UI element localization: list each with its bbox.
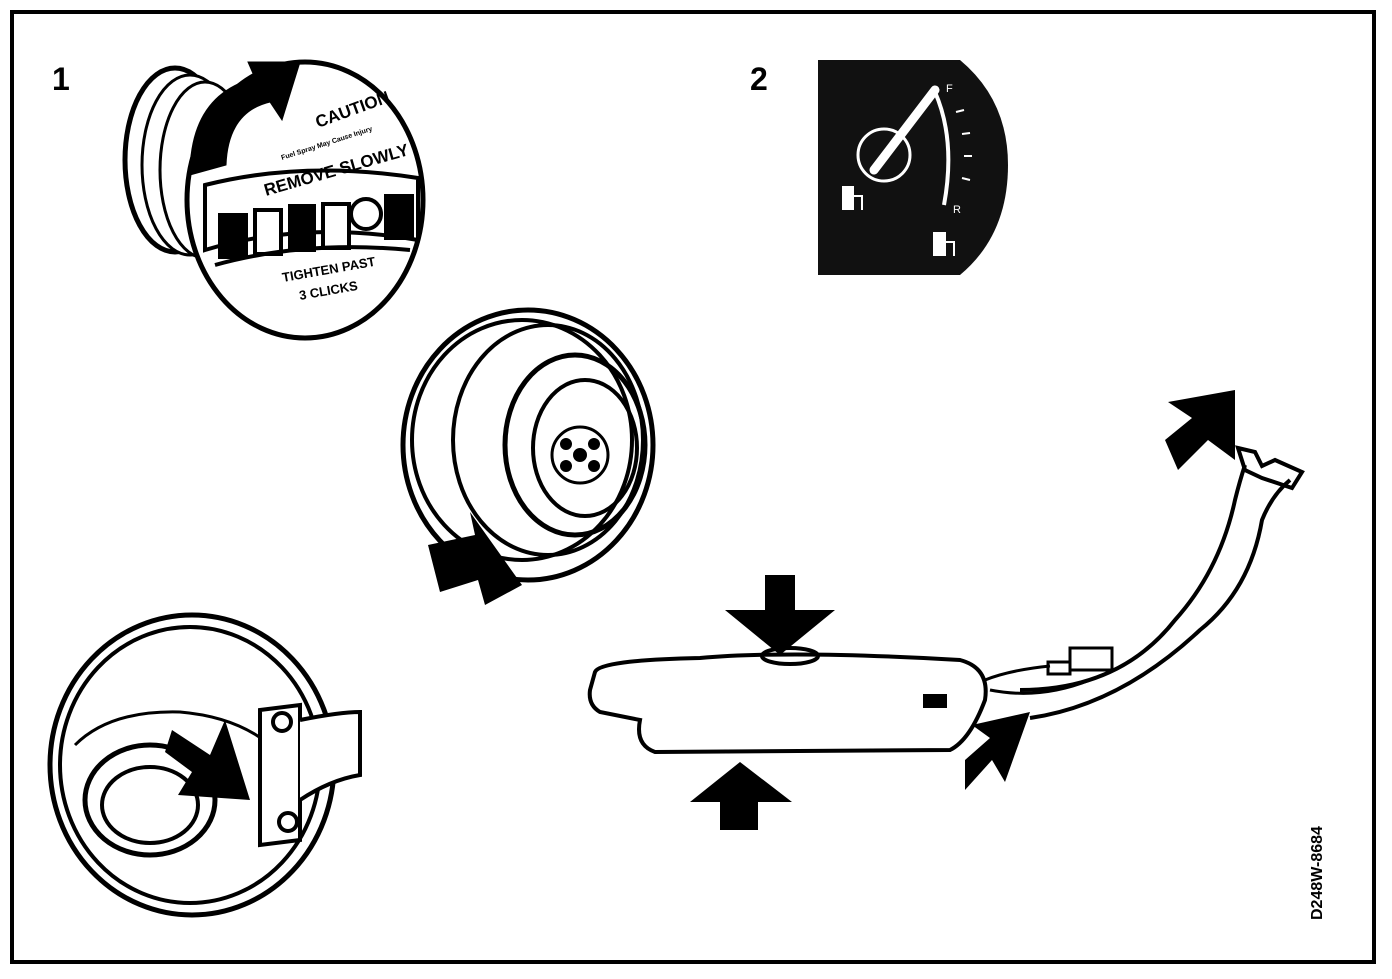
gauge-reserve-mark: R — [953, 204, 961, 216]
gauge-needle — [869, 85, 940, 175]
remove-direction-arrow-icon — [189, 61, 301, 176]
fuel-pump-warning-icon — [933, 232, 955, 256]
figure-border — [10, 10, 1376, 964]
gauge-full-mark: F — [946, 83, 953, 95]
figure-code: D248W-8684 — [1309, 826, 1326, 920]
filler-pipe-arrow-icon — [1165, 390, 1235, 470]
hose-connection-arrow-icon — [965, 712, 1030, 790]
gauge-scale-arc — [933, 91, 951, 206]
panel-number-2: 2 — [750, 61, 768, 97]
filler-neck — [400, 307, 656, 583]
fuel-door-housing — [47, 612, 362, 918]
panel-number-1: 1 — [52, 61, 70, 97]
filler-neck-arrow-icon — [428, 512, 522, 605]
fuel-tank — [587, 445, 1305, 755]
tank-top-arrow-icon — [725, 575, 835, 655]
tank-bottom-arrow-icon — [690, 762, 792, 830]
fuel-door-arrow-icon — [165, 720, 250, 800]
fuel-pump-icon — [842, 186, 863, 210]
fuel-gauge: F R — [818, 60, 1008, 275]
